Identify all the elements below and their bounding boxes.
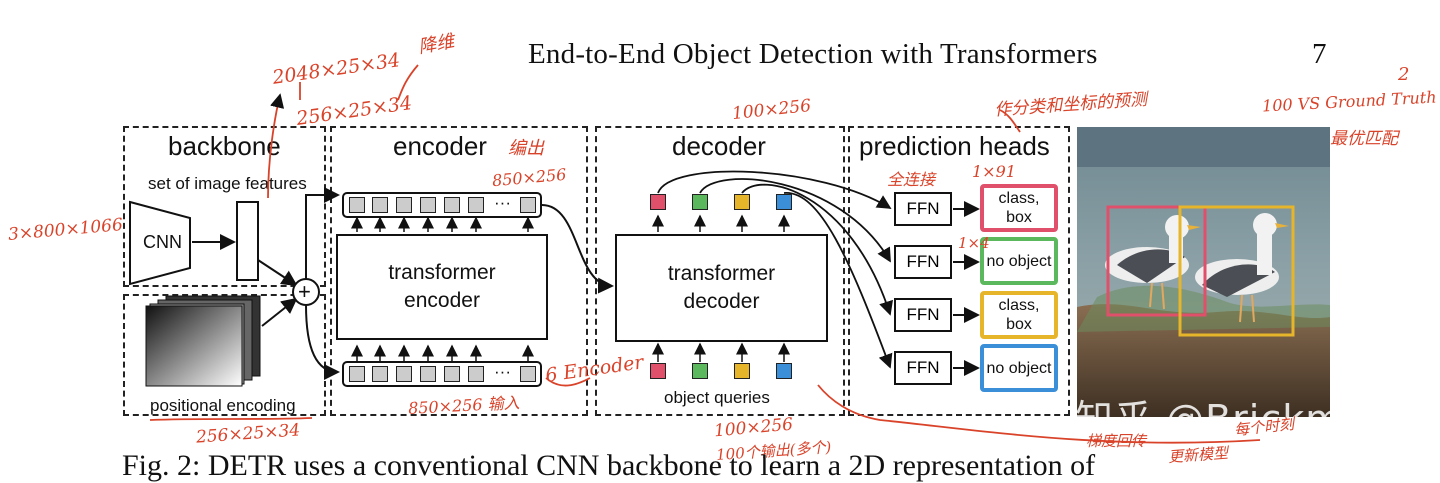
encoder-title: encoder xyxy=(393,131,487,161)
encoder-token xyxy=(444,197,460,213)
encoder-token xyxy=(444,366,460,382)
encoder-token xyxy=(520,366,536,382)
object-query-square xyxy=(692,363,708,379)
object-queries-label: object queries xyxy=(664,388,770,407)
seagull-photo xyxy=(1077,127,1330,417)
encoder-bottom-dots: ··· xyxy=(494,362,511,381)
encoder-token xyxy=(349,197,365,213)
figure-caption: Fig. 2: DETR uses a conventional CNN bac… xyxy=(122,449,1096,482)
positional-encoding-box xyxy=(123,294,326,416)
object-query-square xyxy=(734,363,750,379)
annot-encoder-out: 编出 xyxy=(508,138,544,159)
ffn-3: FFN xyxy=(894,298,952,332)
output-no-object-2: no object xyxy=(980,344,1058,392)
encoder-token xyxy=(520,197,536,213)
ffn-2: FFN xyxy=(894,245,952,279)
output-class-box-1: class, box xyxy=(980,184,1058,232)
decoder-box xyxy=(595,126,845,416)
cnn-trapezoid xyxy=(129,200,191,286)
encoder-token xyxy=(396,366,412,382)
positional-stack xyxy=(145,295,261,387)
page-number: 7 xyxy=(1312,38,1327,70)
feature-map xyxy=(236,201,259,281)
encoder-token xyxy=(372,197,388,213)
object-query-square xyxy=(734,194,750,210)
encoder-token xyxy=(372,366,388,382)
transformer-encoder-block: transformer encoder xyxy=(336,234,548,340)
annot-backprop: 梯度回传 xyxy=(1086,432,1147,450)
encoder-box xyxy=(330,126,588,416)
ffn-4: FFN xyxy=(894,351,952,385)
object-query-square xyxy=(776,194,792,210)
zhihu-watermark: 知乎 @Brickman xyxy=(1075,397,1393,441)
annot-2: 2 xyxy=(1398,64,1410,85)
positional-encoding-label: positional encoding xyxy=(150,396,296,415)
prediction-heads-box xyxy=(848,126,1070,416)
encoder-token xyxy=(468,366,484,382)
annot-best-match: 最优匹配 xyxy=(1330,129,1398,149)
encoder-token xyxy=(420,197,436,213)
detection-box-red xyxy=(1106,205,1207,317)
decoder-title: decoder xyxy=(672,131,766,161)
object-query-square xyxy=(650,363,666,379)
encoder-top-dots: ··· xyxy=(494,193,511,212)
output-class-box-2: class, box xyxy=(980,291,1058,339)
paper-page: End-to-End Object Detection with Transfo… xyxy=(7,31,1437,482)
backbone-title: backbone xyxy=(168,131,281,161)
cnn-label: CNN xyxy=(143,232,182,252)
encoder-token xyxy=(396,197,412,213)
prediction-heads-title: prediction heads xyxy=(859,131,1050,161)
encoder-token xyxy=(349,366,365,382)
backbone-box xyxy=(123,126,326,287)
object-query-square xyxy=(650,194,666,210)
transformer-decoder-block: transformer decoder xyxy=(615,234,828,342)
annot-1x4: 1×4 xyxy=(958,234,990,252)
running-header: End-to-End Object Detection with Transfo… xyxy=(528,38,1098,70)
object-query-square xyxy=(692,194,708,210)
annot-1x91: 1×91 xyxy=(972,162,1016,181)
output-no-object-1: no object xyxy=(980,237,1058,285)
plus-sign: + xyxy=(298,279,311,304)
annot-fully-connected: 全连接 xyxy=(887,170,936,189)
encoder-token xyxy=(420,366,436,382)
detection-box-yellow xyxy=(1178,205,1295,337)
annot-update-model: 更新模型 xyxy=(1167,443,1229,467)
object-query-square xyxy=(776,363,792,379)
diagram-wires xyxy=(129,64,1261,444)
ffn-1: FFN xyxy=(894,192,952,226)
image-features-label: set of image features xyxy=(148,174,307,193)
encoder-token xyxy=(468,197,484,213)
